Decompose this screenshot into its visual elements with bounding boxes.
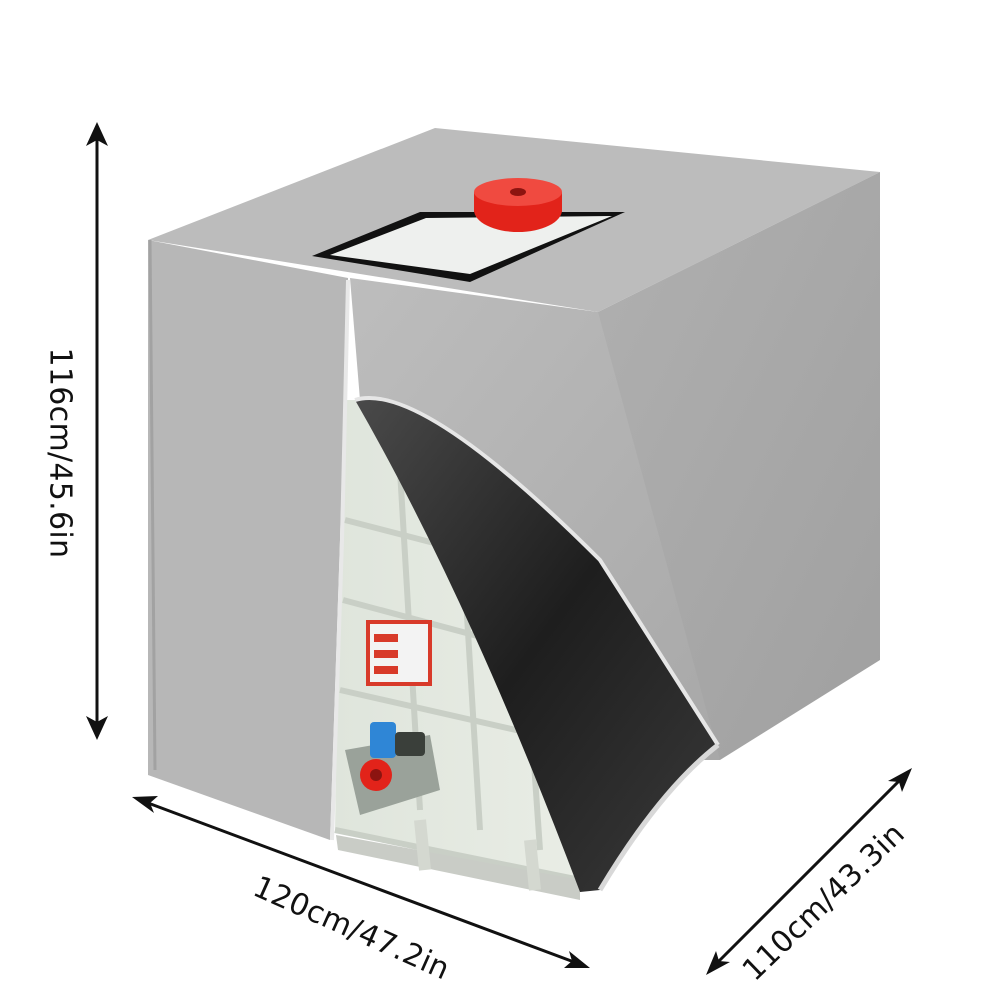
top-opening-window xyxy=(330,216,612,274)
cover-front-left xyxy=(148,240,348,840)
cover-left-edge xyxy=(148,239,157,771)
valve-handle xyxy=(370,722,396,758)
cover-flap-lining xyxy=(355,398,718,892)
cover-flap-edge xyxy=(354,396,720,747)
tank-pallet xyxy=(336,835,580,900)
arrow-heads xyxy=(86,122,912,975)
zipper-seam xyxy=(330,279,350,841)
height-dimension-label: 116cm/45.6in xyxy=(42,347,78,559)
depth-arrow xyxy=(710,773,907,970)
dimension-arrows xyxy=(95,130,907,970)
width-arrow xyxy=(139,798,583,967)
